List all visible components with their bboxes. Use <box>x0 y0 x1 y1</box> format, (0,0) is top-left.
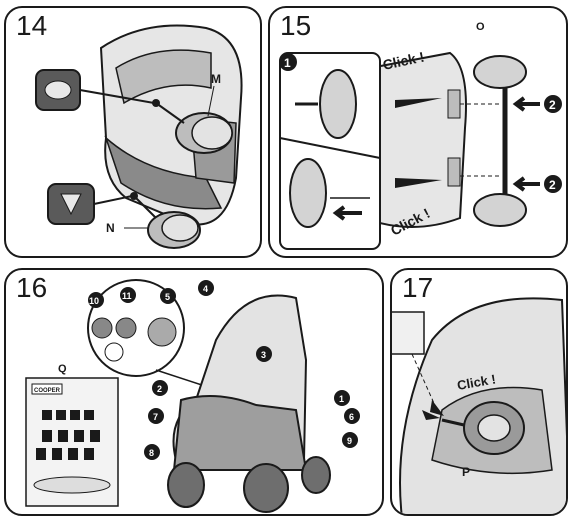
callout-11: 11 <box>122 291 132 301</box>
step-16-illustration: COOPER Q 10 11 5 4 3 2 7 8 1 <box>25 279 360 513</box>
callout-9: 9 <box>347 436 352 446</box>
step-14-panel: 14 M N <box>4 6 262 258</box>
callout-1: 1 <box>339 394 344 404</box>
step-14-illustration: M N <box>35 24 243 249</box>
callout-10: 10 <box>89 296 99 306</box>
step-17-panel: 17 R Click ! P <box>390 268 568 516</box>
step-16-panel: 16 COOPER Q 10 11 5 4 3 2 <box>4 268 384 516</box>
part-label-o: O <box>476 21 485 33</box>
part-label-p: P <box>462 465 470 479</box>
step-number: 14 <box>16 10 48 41</box>
decal-brand: COOPER <box>34 388 61 394</box>
callout-2a: 2 <box>549 98 556 112</box>
callout-4: 4 <box>203 284 208 294</box>
callout-3: 3 <box>261 350 266 360</box>
step-15-panel: 15 2 2 1 O Click ! Click ! <box>268 6 568 258</box>
callout-2: 2 <box>157 384 162 394</box>
callout-8: 8 <box>149 448 154 458</box>
callout-1: 1 <box>284 56 291 70</box>
part-label-q: Q <box>58 363 67 375</box>
part-label-m: M <box>211 72 221 86</box>
click-label: Click ! <box>456 371 497 393</box>
step-number: 15 <box>280 10 312 41</box>
callout-6: 6 <box>349 412 354 422</box>
callout-5: 5 <box>165 292 170 302</box>
part-label-n: N <box>106 221 115 235</box>
step-number: 16 <box>16 272 48 303</box>
step-number: 17 <box>402 272 434 303</box>
step-15-illustration: 2 2 1 O Click ! Click ! <box>279 21 562 250</box>
callout-2b: 2 <box>549 178 556 192</box>
callout-7: 7 <box>153 412 158 422</box>
step-17-illustration: R Click ! P <box>392 297 566 514</box>
